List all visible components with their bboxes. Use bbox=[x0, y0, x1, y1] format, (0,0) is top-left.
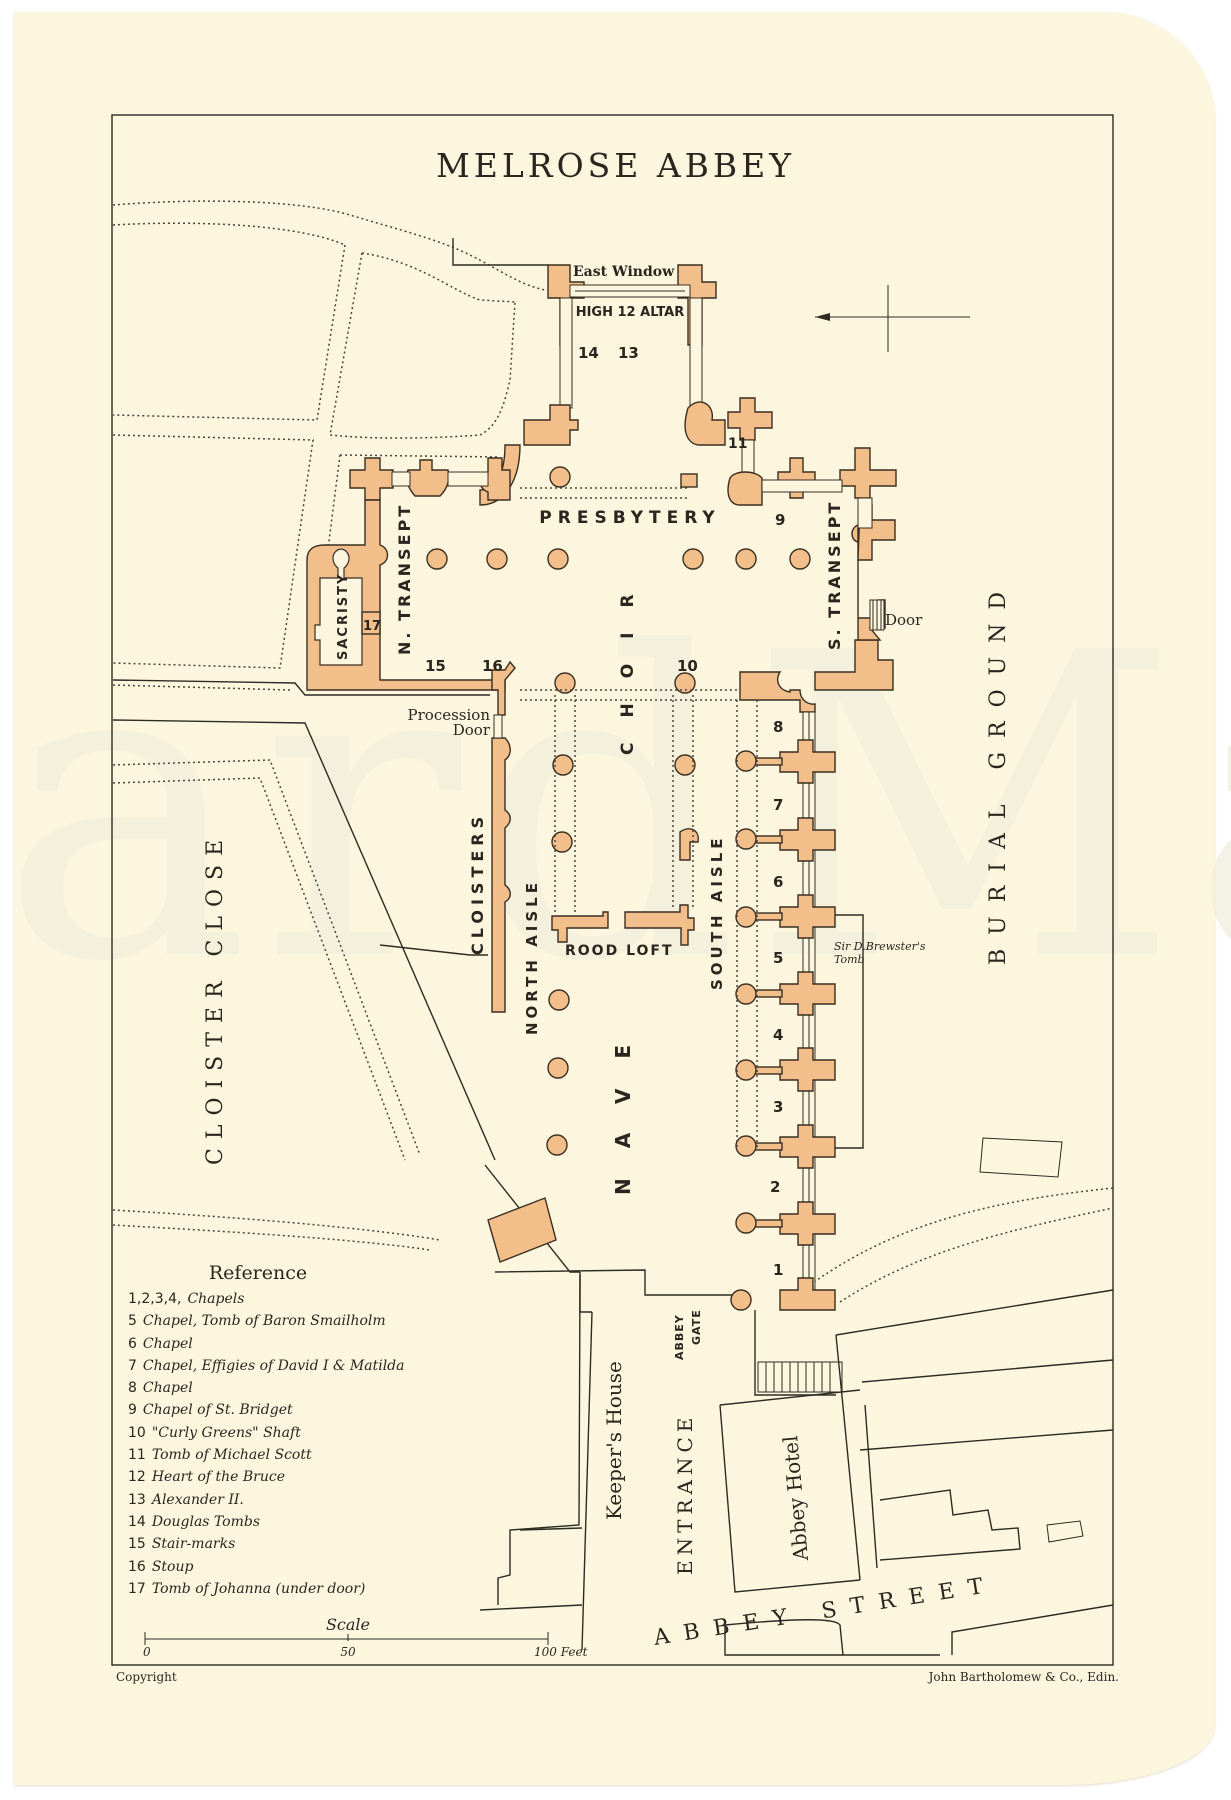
label-abbey-hotel: Abbey Hotel bbox=[778, 1435, 813, 1563]
garden-paths bbox=[112, 200, 1114, 1303]
label-high-altar: HIGH 12 ALTAR bbox=[576, 305, 685, 320]
label-procession-door-2: Door bbox=[453, 721, 491, 739]
copyright-note: Copyright bbox=[116, 1670, 177, 1684]
map-title: MELROSE ABBEY bbox=[435, 146, 796, 185]
reference-item: 1,2,3,4,Chapels bbox=[128, 1291, 245, 1307]
label-16: 16 bbox=[482, 657, 503, 675]
map-frame bbox=[111, 114, 1114, 1666]
label-presbytery: PRESBYTERY bbox=[539, 508, 720, 528]
label-brewster-2: Tomb bbox=[834, 953, 865, 966]
label-cloisters: CLOISTERS bbox=[468, 812, 487, 955]
chapel-5: 5 bbox=[773, 949, 783, 967]
crossing-lines bbox=[520, 487, 740, 701]
label-north-aisle: NORTH AISLE bbox=[523, 879, 541, 1035]
label-s-transept: S. TRANSEPT bbox=[825, 500, 844, 650]
label-abbey-gate-2: GATE bbox=[690, 1309, 703, 1345]
label-brewster-1: Sir D.Brewster's bbox=[834, 940, 926, 953]
chapel-8: 8 bbox=[773, 718, 783, 736]
label-abbey-gate-1: ABBEY bbox=[673, 1314, 686, 1360]
chapel-7: 7 bbox=[773, 796, 783, 814]
hotel-steps bbox=[757, 1361, 843, 1393]
chapel-3: 3 bbox=[773, 1098, 783, 1116]
label-east-window: East Window bbox=[573, 264, 675, 280]
chapel-1: 1 bbox=[773, 1261, 783, 1279]
scale-tick-50: 50 bbox=[340, 1645, 356, 1659]
orientation-arrow bbox=[815, 285, 970, 352]
reference-heading: Reference bbox=[208, 1262, 308, 1284]
scale-tick-0: 0 bbox=[143, 1645, 151, 1659]
label-14: 14 bbox=[578, 344, 599, 362]
chapel-6: 6 bbox=[773, 873, 783, 891]
label-entrance: ENTRANCE bbox=[673, 1413, 697, 1575]
label-cloister-close: CLOISTER CLOSE bbox=[203, 831, 228, 1165]
boundary-lines bbox=[112, 238, 1114, 1656]
label-nave: NAVE bbox=[611, 1015, 635, 1195]
label-10: 10 bbox=[677, 657, 698, 675]
chapel-4: 4 bbox=[773, 1026, 783, 1044]
scale-tick-100: 100 Feet bbox=[534, 1645, 588, 1659]
piers bbox=[426, 466, 811, 1263]
scale-bar: Scale 0 50 100 Feet bbox=[143, 1615, 588, 1659]
label-burial-ground: BURIAL GROUND bbox=[986, 578, 1011, 965]
reference-item: 10"Curly Greens" Shaft bbox=[128, 1424, 301, 1441]
label-south-aisle: SOUTH AISLE bbox=[708, 834, 726, 990]
label-15: 15 bbox=[425, 657, 446, 675]
label-9: 9 bbox=[775, 511, 785, 529]
map-paper bbox=[14, 12, 1215, 1785]
label-13: 13 bbox=[618, 344, 639, 362]
publisher-credit: John Bartholomew & Co., Edin. bbox=[928, 1670, 1119, 1684]
label-n-transept: N. TRANSEPT bbox=[395, 503, 414, 655]
chapel-buttresses bbox=[730, 700, 836, 1311]
label-rood-loft: ROOD LOFT bbox=[565, 943, 674, 959]
label-sacristy: SACRISTY bbox=[336, 573, 351, 660]
label-17: 17 bbox=[363, 619, 381, 634]
label-11: 11 bbox=[728, 436, 747, 452]
label-door: Door bbox=[885, 611, 923, 629]
scale-title: Scale bbox=[326, 1615, 370, 1634]
choir-aisle-lines bbox=[554, 695, 694, 915]
label-choir: CHOIR bbox=[618, 569, 638, 755]
label-procession-door-1: Procession bbox=[408, 706, 491, 724]
label-keepers-house: Keeper's House bbox=[602, 1361, 626, 1520]
chapel-2: 2 bbox=[770, 1178, 780, 1196]
